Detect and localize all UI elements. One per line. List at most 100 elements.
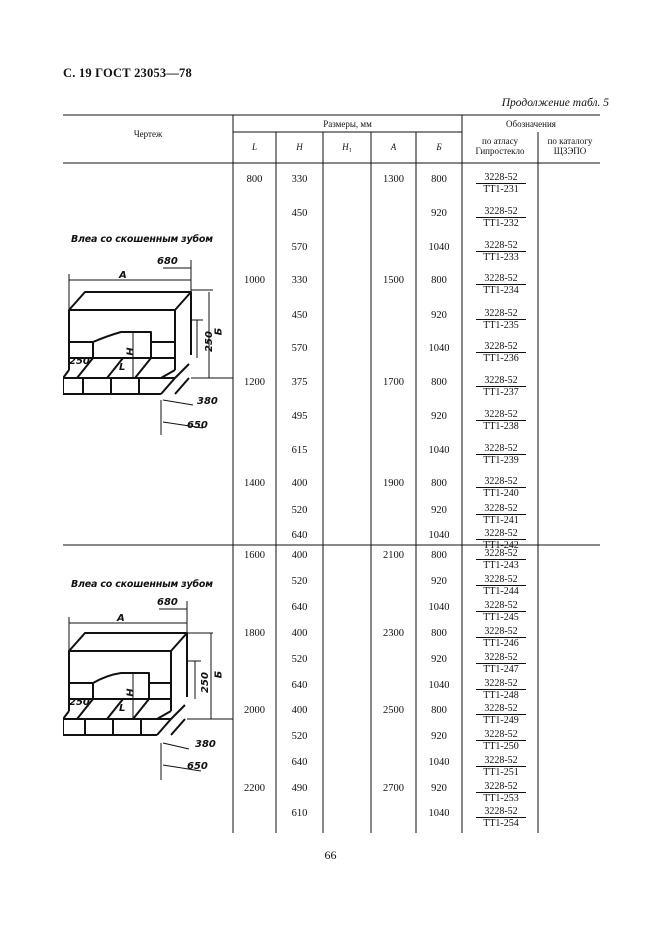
drawing-2-dim-380: 380 xyxy=(195,739,216,750)
page-number: 66 xyxy=(324,848,337,862)
designation-denominator: ТТ1-240 xyxy=(483,488,519,499)
designation-numerator: 3228-52 xyxy=(476,574,526,586)
designation-numerator: 3228-52 xyxy=(476,678,526,690)
cell-B: 920 xyxy=(431,208,447,219)
designation-denominator: ТТ1-235 xyxy=(483,320,519,331)
designation-numerator: 3228-52 xyxy=(476,755,526,767)
designation-denominator: ТТ1-234 xyxy=(483,285,519,296)
cell-H: 400 xyxy=(291,705,308,716)
cell-B: 920 xyxy=(431,411,447,422)
header-L: L xyxy=(251,142,257,152)
drawing-2-title: Влеа со скошенным зубом xyxy=(71,579,213,590)
designation-denominator: ТТ1-232 xyxy=(483,218,519,229)
cell-L: 1200 xyxy=(244,377,265,388)
cell-H: 640 xyxy=(291,680,308,691)
designation-numerator: 3228-52 xyxy=(476,626,526,638)
cell-B: 920 xyxy=(431,783,447,794)
cell-L: 2000 xyxy=(244,705,265,716)
header-H1: H₁ xyxy=(342,142,352,152)
drawing-1-dim-left: 250 xyxy=(69,356,90,367)
cell-H: 640 xyxy=(291,602,308,613)
designation-denominator: ТТ1-237 xyxy=(483,387,519,398)
designation-numerator: 3228-52 xyxy=(476,375,526,387)
designation-denominator: ТТ1-245 xyxy=(483,612,519,623)
designation-denominator: ТТ1-251 xyxy=(483,767,519,778)
designation-numerator: 3228-52 xyxy=(476,600,526,612)
drawing-1-dim-H: Н xyxy=(125,347,137,356)
drawing-2-dim-680: 680 xyxy=(157,597,178,608)
designation-denominator: ТТ1-254 xyxy=(483,818,519,829)
designation-denominator: ТТ1-239 xyxy=(483,455,519,466)
header-A: А xyxy=(390,142,397,152)
cell-B: 800 xyxy=(431,478,447,489)
designation-numerator: 3228-52 xyxy=(476,729,526,741)
designation-numerator: 3228-52 xyxy=(476,409,526,421)
cell-H: 640 xyxy=(291,757,308,768)
designation-numerator: 3228-52 xyxy=(476,806,526,818)
cell-B: 1040 xyxy=(428,530,450,541)
cell-B: 920 xyxy=(431,654,447,665)
header-drawing: Чертеж xyxy=(133,129,163,139)
page-header: С. 19 ГОСТ 23053—78 xyxy=(63,66,192,80)
header-designation: Обозначения xyxy=(506,119,556,129)
drawing-1-dim-A: А xyxy=(119,270,127,281)
designation-denominator: ТТ1-243 xyxy=(483,560,519,571)
cell-L: 1800 xyxy=(244,628,265,639)
cell-H: 520 xyxy=(291,654,308,665)
designation-numerator: 3228-52 xyxy=(476,308,526,320)
designation-numerator: 3228-52 xyxy=(476,528,526,540)
drawing-1-dim-680: 680 xyxy=(157,256,178,267)
designation-denominator: ТТ1-244 xyxy=(483,586,519,597)
cell-B: 1040 xyxy=(428,445,450,456)
cell-H: 450 xyxy=(291,208,308,219)
cell-B: 1040 xyxy=(428,680,450,691)
designation-denominator: ТТ1-231 xyxy=(483,184,519,195)
designation-denominator: ТТ1-250 xyxy=(483,741,519,752)
designation-denominator: ТТ1-247 xyxy=(483,664,519,675)
designation-denominator: ТТ1-233 xyxy=(483,252,519,263)
cell-B: 920 xyxy=(431,505,447,516)
cell-H: 400 xyxy=(291,628,308,639)
drawing-2-sketch xyxy=(63,601,233,780)
header-sizes: Размеры, мм xyxy=(323,119,372,129)
designation-numerator: 3228-52 xyxy=(476,476,526,488)
cell-H: 615 xyxy=(291,445,308,456)
drawing-1-dim-380: 380 xyxy=(197,396,218,407)
cell-H: 400 xyxy=(291,550,308,561)
designation-numerator: 3228-52 xyxy=(476,781,526,793)
header-atlas: по атласу Гипростекло xyxy=(475,136,525,156)
drawing-2-dim-L: L xyxy=(119,703,126,714)
cell-L: 2200 xyxy=(244,783,265,794)
cell-A: 2100 xyxy=(383,550,404,561)
designation-denominator: ТТ1-241 xyxy=(483,515,519,526)
designation-numerator: 3228-52 xyxy=(476,703,526,715)
header-B: Б xyxy=(436,142,442,152)
cell-B: 920 xyxy=(431,576,447,587)
drawing-1-title: Влеа со скошенным зубом xyxy=(71,234,213,245)
cell-H: 375 xyxy=(291,377,308,388)
drawing-1: Влеа со скошенным зубом xyxy=(63,230,233,440)
cell-L: 1000 xyxy=(244,275,265,286)
drawing-2-dim-250: 250 xyxy=(199,672,211,693)
designation-numerator: 3228-52 xyxy=(476,443,526,455)
cell-H: 570 xyxy=(291,343,308,354)
designation-numerator: 3228-52 xyxy=(476,341,526,353)
cell-B: 1040 xyxy=(428,242,450,253)
cell-H: 450 xyxy=(291,310,308,321)
cell-B: 1040 xyxy=(428,343,450,354)
cell-B: 800 xyxy=(431,377,447,388)
cell-A: 2300 xyxy=(383,628,404,639)
cell-H: 570 xyxy=(291,242,308,253)
